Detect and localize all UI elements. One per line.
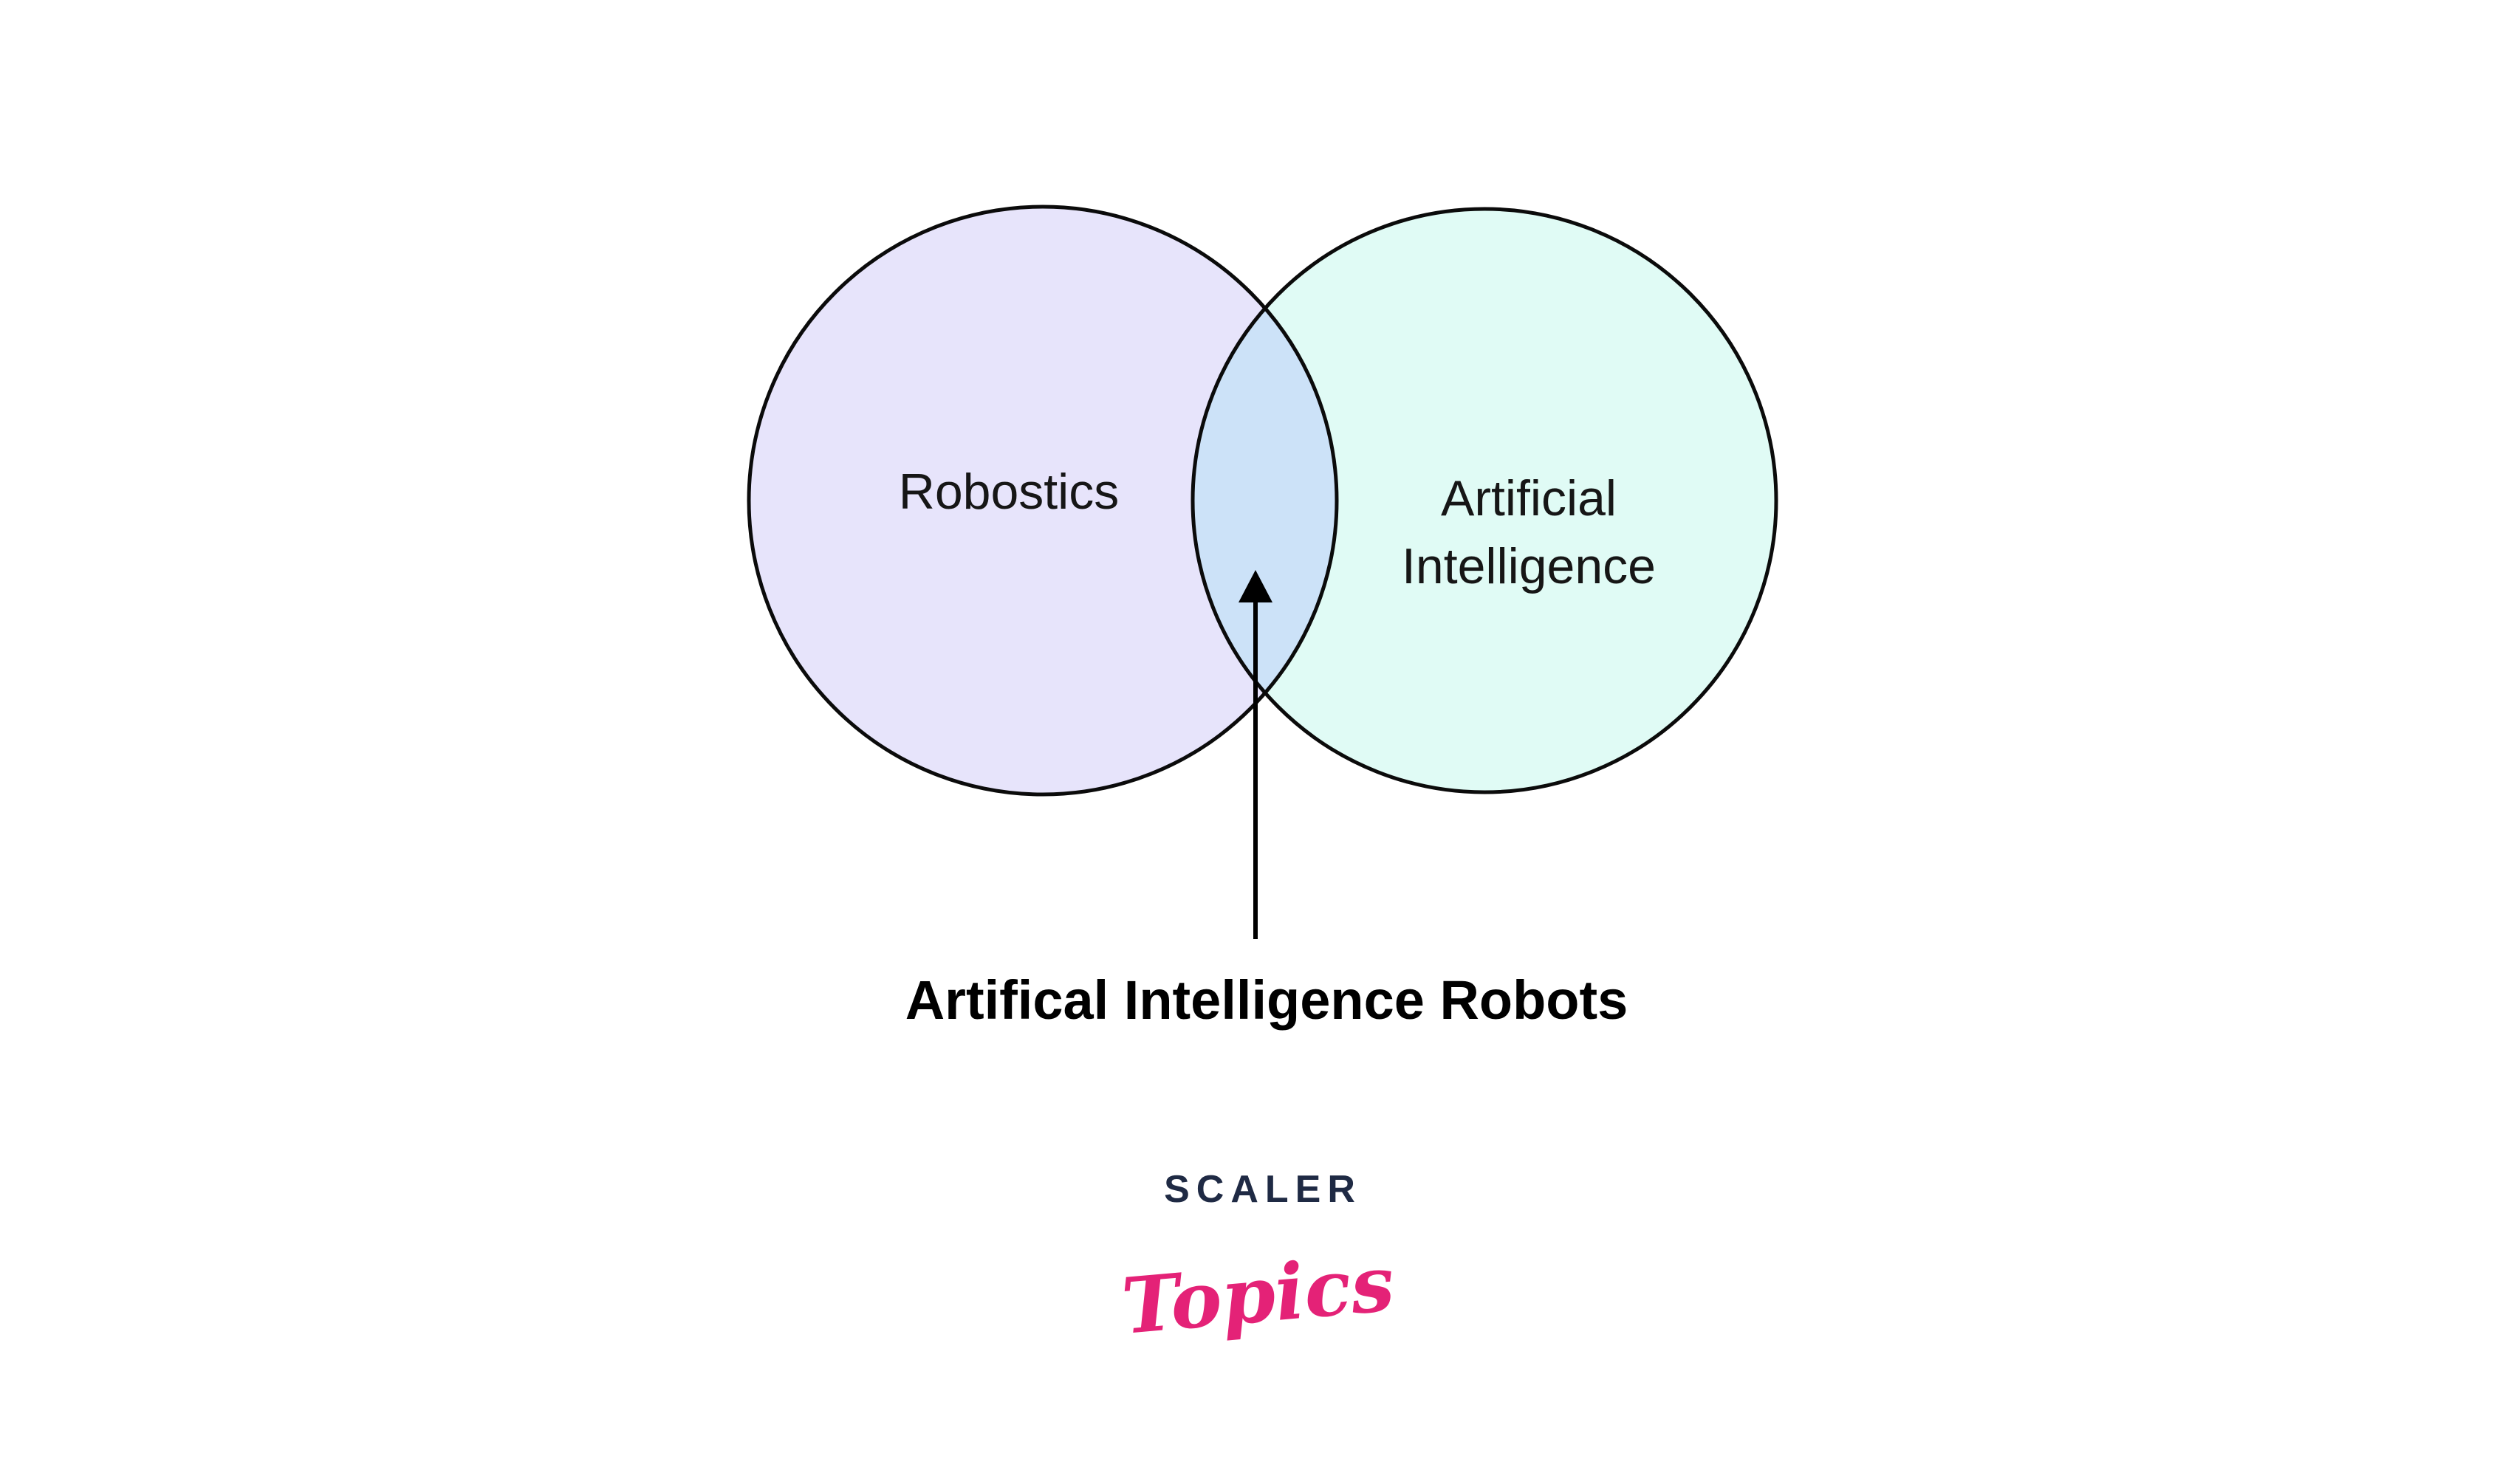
left-circle-label: Robostics: [899, 464, 1120, 520]
logo-scaler-wordmark: SCALER: [1164, 1168, 1362, 1211]
caption: Artifical Intelligence Robots: [905, 969, 1628, 1031]
right-circle-outline: [1191, 207, 1778, 794]
right-circle: [1193, 209, 1776, 792]
left-circle: [749, 207, 1337, 794]
scaler-topics-logo: SCALER Topics: [1118, 1168, 1397, 1352]
logo-topics-wordmark: Topics: [1118, 1237, 1397, 1352]
right-circle-label-line2: Intelligence: [1402, 538, 1656, 594]
overlap-arrow: [1239, 570, 1272, 939]
overlap-arrowhead-icon: [1239, 570, 1272, 602]
left-circle-outline: [747, 205, 1339, 797]
right-circle-label-line1: Artificial: [1441, 470, 1617, 526]
